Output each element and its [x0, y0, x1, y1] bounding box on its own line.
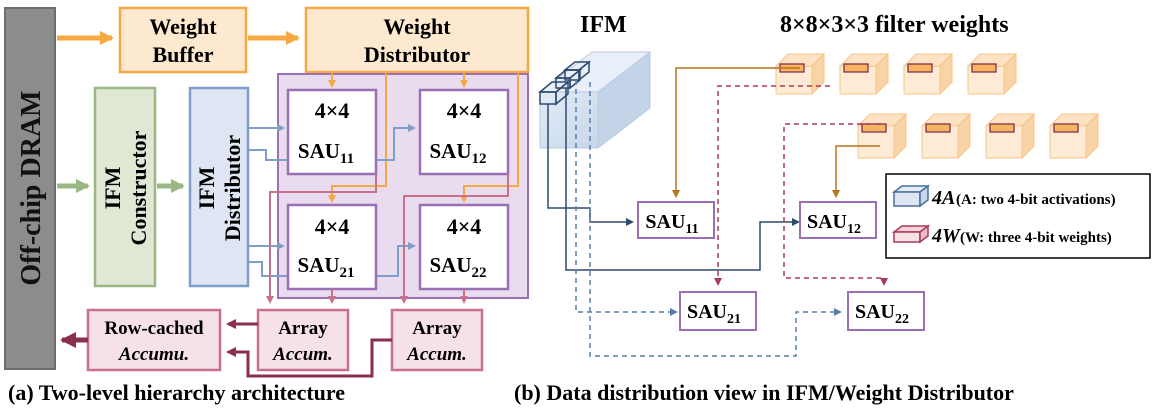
sau-b-11-sub: 11	[685, 222, 698, 237]
legend-weight-icon	[891, 224, 931, 244]
array-accum-1-line1: Array	[278, 318, 328, 339]
sau-22-base: SAU	[429, 253, 471, 277]
array-accumulator-1: Array Accum.	[256, 308, 350, 372]
sau-b-21: SAU21	[679, 291, 757, 331]
weight-buffer-line2: Buffer	[152, 42, 213, 67]
weight-distributor: Weight Distributor	[304, 6, 530, 74]
array-accum-2-line2: Accum.	[406, 344, 467, 365]
accumulator-output-arrows	[60, 319, 392, 378]
svg-text:SAU11: SAU11	[645, 211, 698, 237]
sau-21-base: SAU	[297, 253, 339, 277]
legend-activation-icon	[891, 184, 931, 208]
svg-text:SAU12: SAU12	[807, 211, 861, 237]
caption-b: (b) Data distribution view in IFM/Weight…	[514, 380, 1014, 405]
weight-distributor-line2: Distributor	[364, 42, 471, 67]
filter-weights-row-2	[856, 112, 1100, 160]
sau-11-dims: 4×4	[315, 98, 350, 123]
sau-11-base: SAU	[298, 139, 340, 163]
sau-b-12-base: SAU	[807, 211, 847, 233]
sau-b-21-base: SAU	[687, 301, 727, 323]
ifm-constructor-line1: IFM	[100, 166, 125, 209]
accumulation-lines	[266, 174, 509, 304]
sau-12-sub: 12	[472, 151, 487, 167]
ifm-cube	[537, 50, 652, 150]
sau-21: 4×4 SAU21	[286, 203, 378, 291]
sau-b-22: SAU22	[847, 291, 925, 331]
sau-21-sub: 21	[340, 265, 355, 281]
ifm-constructor: IFM Constructor	[93, 86, 157, 288]
svg-text:SAU21: SAU21	[297, 253, 354, 281]
row-cached-line2: Accumu.	[118, 344, 189, 365]
weight-buffer: Weight Buffer	[118, 6, 248, 74]
weight-distributor-line1: Weight	[383, 14, 451, 39]
sau-b-11-base: SAU	[645, 211, 685, 233]
svg-text:SAU21: SAU21	[687, 301, 741, 327]
sau-22-sub: 22	[472, 265, 487, 281]
sau-22-dims: 4×4	[447, 214, 482, 239]
row-cached-line1: Row-cached	[104, 318, 204, 339]
svg-text:SAU22: SAU22	[429, 253, 486, 281]
ifm-distributor-line2: Distributor	[220, 135, 245, 242]
legend-4w: 4W	[931, 225, 961, 247]
legend-4a: 4A	[931, 187, 955, 209]
filter-weights-row-1	[774, 52, 1018, 96]
array-accum-1-line2: Accum.	[272, 344, 333, 365]
svg-text:SAU12: SAU12	[429, 139, 486, 167]
ifm-distributor: IFM Distributor	[188, 86, 250, 288]
array-accum-2-line1: Array	[412, 318, 462, 339]
sau-11-sub: 11	[340, 151, 354, 167]
sau-b-12: SAU12	[799, 201, 877, 239]
row-cached-accumulator: Row-cached Accumu.	[86, 308, 222, 372]
sau-22: 4×4 SAU22	[418, 203, 510, 291]
sau-12: 4×4 SAU12	[418, 88, 510, 176]
legend-4w-desc: (W: three 4-bit weights)	[960, 230, 1112, 246]
ifm-title: IFM	[580, 12, 627, 38]
ifm-distributor-line1: IFM	[194, 166, 219, 209]
sau-b-12-sub: 12	[847, 222, 861, 237]
sau-b-22-base: SAU	[855, 301, 895, 323]
ifm-constructor-line2: Constructor	[126, 130, 151, 245]
sau-b-22-sub: 22	[895, 312, 909, 327]
distribution-lines-b	[547, 67, 888, 357]
legend-4a-desc: (A: two 4-bit activations)	[956, 192, 1116, 208]
array-accumulator-2: Array Accum.	[390, 308, 484, 372]
sau-b-11: SAU11	[637, 201, 715, 239]
svg-text:SAU11: SAU11	[298, 139, 354, 167]
sau-21-dims: 4×4	[315, 214, 350, 239]
sau-12-dims: 4×4	[447, 98, 482, 123]
caption-a: (a) Two-level hierarchy architecture	[8, 380, 345, 405]
weight-distribution-lines	[328, 72, 519, 203]
dram-label: Off-chip DRAM	[16, 90, 47, 285]
legend: 4A (A: two 4-bit activations) 4W (W: thr…	[885, 173, 1151, 259]
sau-11: 4×4 SAU11	[286, 88, 378, 176]
svg-text:SAU22: SAU22	[855, 301, 909, 327]
weight-buffer-line1: Weight	[149, 14, 217, 39]
dram-block: Off-chip DRAM	[4, 7, 56, 370]
sau-12-base: SAU	[429, 139, 471, 163]
filter-weights-title: 8×8×3×3 filter weights	[780, 12, 1009, 38]
sau-b-21-sub: 21	[727, 312, 741, 327]
